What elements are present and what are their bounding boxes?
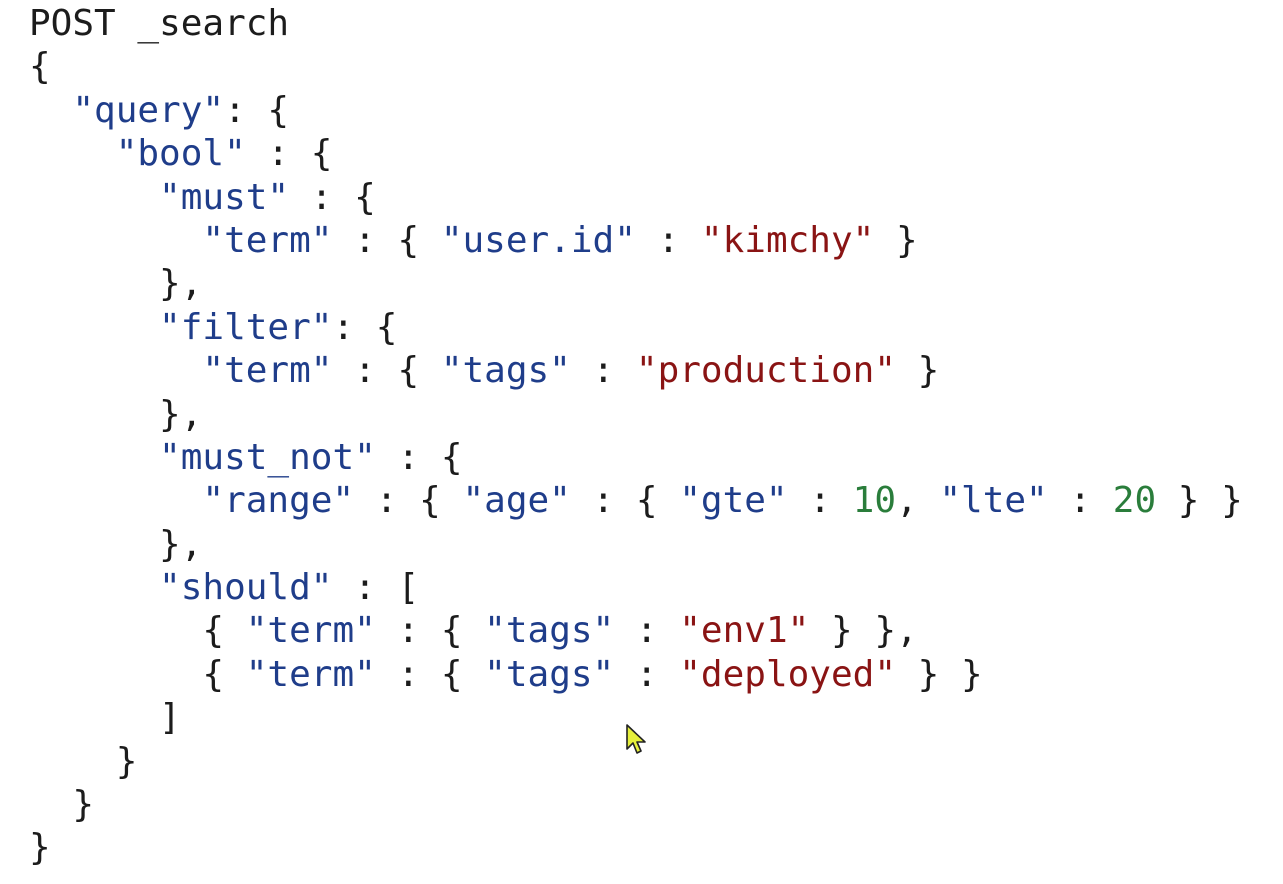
json-key-field: "tags" bbox=[484, 653, 615, 695]
code-line: "bool" : { bbox=[115, 133, 333, 175]
json-string-value: "production" bbox=[635, 350, 896, 392]
json-key-gte: "gte" bbox=[679, 480, 788, 522]
json-number-value: 20 bbox=[1112, 480, 1157, 522]
code-line: } bbox=[29, 827, 51, 869]
query-code-block: POST _search{ "query": { "bool" : { "mus… bbox=[29, 2, 1243, 870]
json-key-field: "tags" bbox=[484, 610, 615, 652]
json-number-value: 10 bbox=[852, 480, 896, 522]
code-line: "range" : { "age" : { "gte" : 10, "lte" … bbox=[202, 480, 1243, 522]
json-key-bool: "bool" bbox=[115, 133, 246, 175]
code-line-request: POST _search bbox=[29, 2, 1243, 45]
code-line: "term" : { "user.id" : "kimchy" } bbox=[202, 219, 918, 261]
code-line: "must" : { bbox=[159, 176, 376, 218]
code-line: } bbox=[29, 740, 138, 782]
code-line: { "term" : { "tags" : "env1" } }, bbox=[202, 610, 918, 652]
code-line: "term" : { "tags" : "production" } bbox=[202, 350, 940, 392]
json-key-query: "query" bbox=[72, 89, 225, 131]
mouse-pointer-icon bbox=[626, 724, 646, 754]
json-key-field: "age" bbox=[462, 480, 571, 522]
json-string-value: "kimchy" bbox=[700, 219, 875, 261]
json-key-term: "term" bbox=[245, 610, 376, 652]
code-line: ] bbox=[29, 697, 181, 739]
json-key-term: "term" bbox=[202, 219, 333, 261]
json-key-field: "tags" bbox=[440, 350, 571, 392]
code-line: "should" : [ bbox=[159, 567, 420, 609]
json-key-filter: "filter" bbox=[159, 306, 333, 348]
code-line: "query": { bbox=[72, 89, 290, 131]
code-line: "must_not" : { bbox=[159, 436, 463, 478]
json-key-should: "should" bbox=[159, 567, 333, 609]
code-line: }, bbox=[29, 263, 203, 305]
json-string-value: "deployed" bbox=[679, 653, 896, 695]
json-key-lte: "lte" bbox=[939, 480, 1048, 522]
json-key-range: "range" bbox=[202, 480, 355, 522]
code-line: { bbox=[29, 46, 51, 88]
json-key-term: "term" bbox=[202, 350, 333, 392]
http-method: POST bbox=[29, 3, 116, 44]
code-line: { "term" : { "tags" : "deployed" } } bbox=[202, 653, 983, 695]
json-key-must: "must" bbox=[159, 176, 290, 218]
code-line: }, bbox=[29, 393, 203, 435]
code-line: "filter": { bbox=[159, 306, 398, 348]
json-key-must-not: "must_not" bbox=[159, 436, 376, 478]
json-key-field: "user.id" bbox=[440, 219, 636, 261]
code-line: } bbox=[29, 784, 95, 826]
json-key-term: "term" bbox=[245, 653, 376, 695]
endpoint: _search bbox=[137, 3, 290, 44]
code-line: }, bbox=[29, 523, 203, 565]
json-string-value: "env1" bbox=[679, 610, 810, 652]
